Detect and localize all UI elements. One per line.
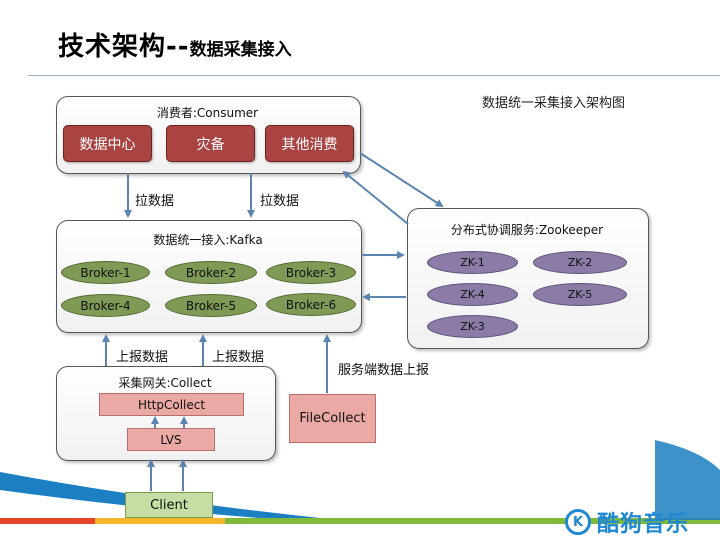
broker-2: Broker-2 [165,261,257,284]
zk-node-2: ZK-2 [533,251,627,274]
report-data-label-right: 上报数据 [212,350,265,365]
zk-node-5: ZK-5 [533,283,627,306]
broker-4: Broker-4 [61,294,150,317]
title-divider [28,75,720,76]
architecture-caption: 数据统一采集接入架构图 [482,96,626,111]
zookeeper-title: 分布式协调服务:Zookeeper [450,223,604,237]
slide-title: 技术架构--数据采集接入 [58,26,292,63]
consumer-disaster-recovery: 灾备 [166,125,255,162]
broker-3: Broker-3 [266,261,356,284]
report-data-label-left: 上报数据 [116,350,169,365]
kugou-logo-icon: K [565,509,591,535]
file-collect-box: FileCollect [289,394,376,443]
pull-data-label-right: 拉数据 [260,194,300,209]
kafka-title: 数据统一接入:Kafka [153,233,263,247]
zk-node-3: ZK-3 [427,315,518,338]
kugou-logo: K 酷狗音乐 [565,506,689,538]
lvs-box: LVS [127,428,215,451]
broker-6: Broker-6 [266,293,356,316]
server-report-label: 服务端数据上报 [338,363,430,378]
broker-1: Broker-1 [61,261,150,284]
kugou-logo-mark: K [572,514,584,530]
consumer-other: 其他消费 [265,125,354,162]
zk-node-1: ZK-1 [427,251,518,274]
collect-title: 采集网关:Collect [118,376,212,390]
kugou-logo-text: 酷狗音乐 [597,512,690,537]
consumer-title: 消费者:Consumer [156,106,259,120]
zk-node-4: ZK-4 [427,283,518,306]
slide-title-main: 技术架构-- [58,32,190,62]
consumer-data-center: 数据中心 [63,125,152,162]
broker-5: Broker-5 [165,294,257,317]
http-collect-box: HttpCollect [99,393,244,416]
pull-data-label-left: 拉数据 [135,194,175,209]
client-box: Client [125,492,213,518]
slide-title-sub: 数据采集接入 [189,40,292,60]
